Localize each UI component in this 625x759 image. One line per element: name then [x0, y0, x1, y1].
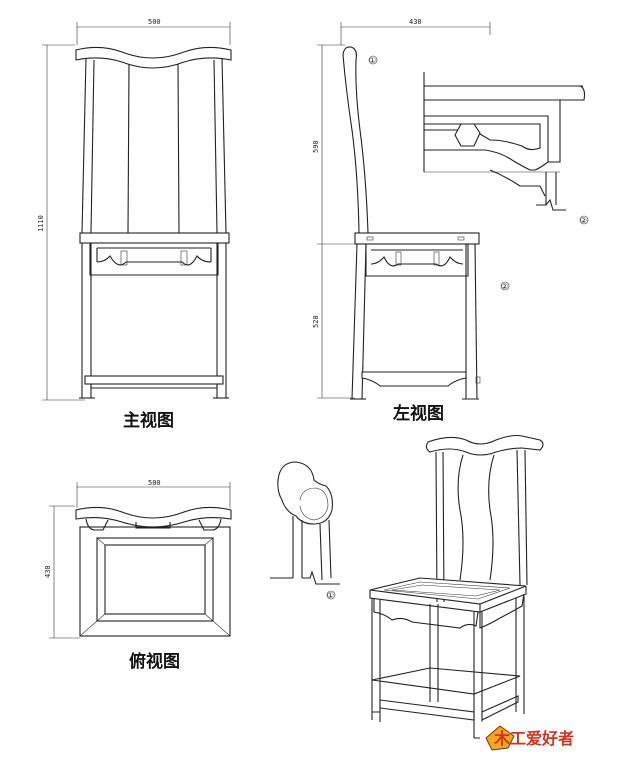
side-lower-dim: 520: [312, 315, 320, 328]
front-view-caption: 主视图: [123, 410, 174, 431]
side-width-dim: 430: [409, 18, 422, 26]
top-view-caption: 俯视图: [129, 651, 180, 672]
top-depth-dim: 430: [44, 565, 52, 578]
isometric-view: [369, 434, 544, 739]
callouts: ① ② ② ①: [326, 55, 589, 600]
side-upper-dim: 590: [312, 140, 320, 153]
front-height-dim: 1110: [37, 215, 45, 232]
apron-joint-detail: [423, 72, 586, 211]
callout-4: ①: [327, 591, 334, 600]
crest-joint-detail: [270, 461, 340, 585]
side-view-caption: 左视图: [393, 403, 444, 424]
top-view: 500 430 俯视图: [44, 479, 232, 672]
top-width-dim: 500: [148, 479, 161, 487]
callout-3: ②: [501, 282, 508, 291]
callout-1: ①: [369, 56, 376, 65]
side-view: 430 590 520 左视图: [312, 18, 491, 424]
front-width-dim: 500: [148, 18, 161, 26]
front-view: 500 1110 主视图: [37, 18, 232, 431]
site-logo: 木工爱好者: [480, 721, 620, 751]
logo-text: 木工爱好者: [493, 729, 574, 748]
callout-2: ②: [580, 216, 587, 225]
